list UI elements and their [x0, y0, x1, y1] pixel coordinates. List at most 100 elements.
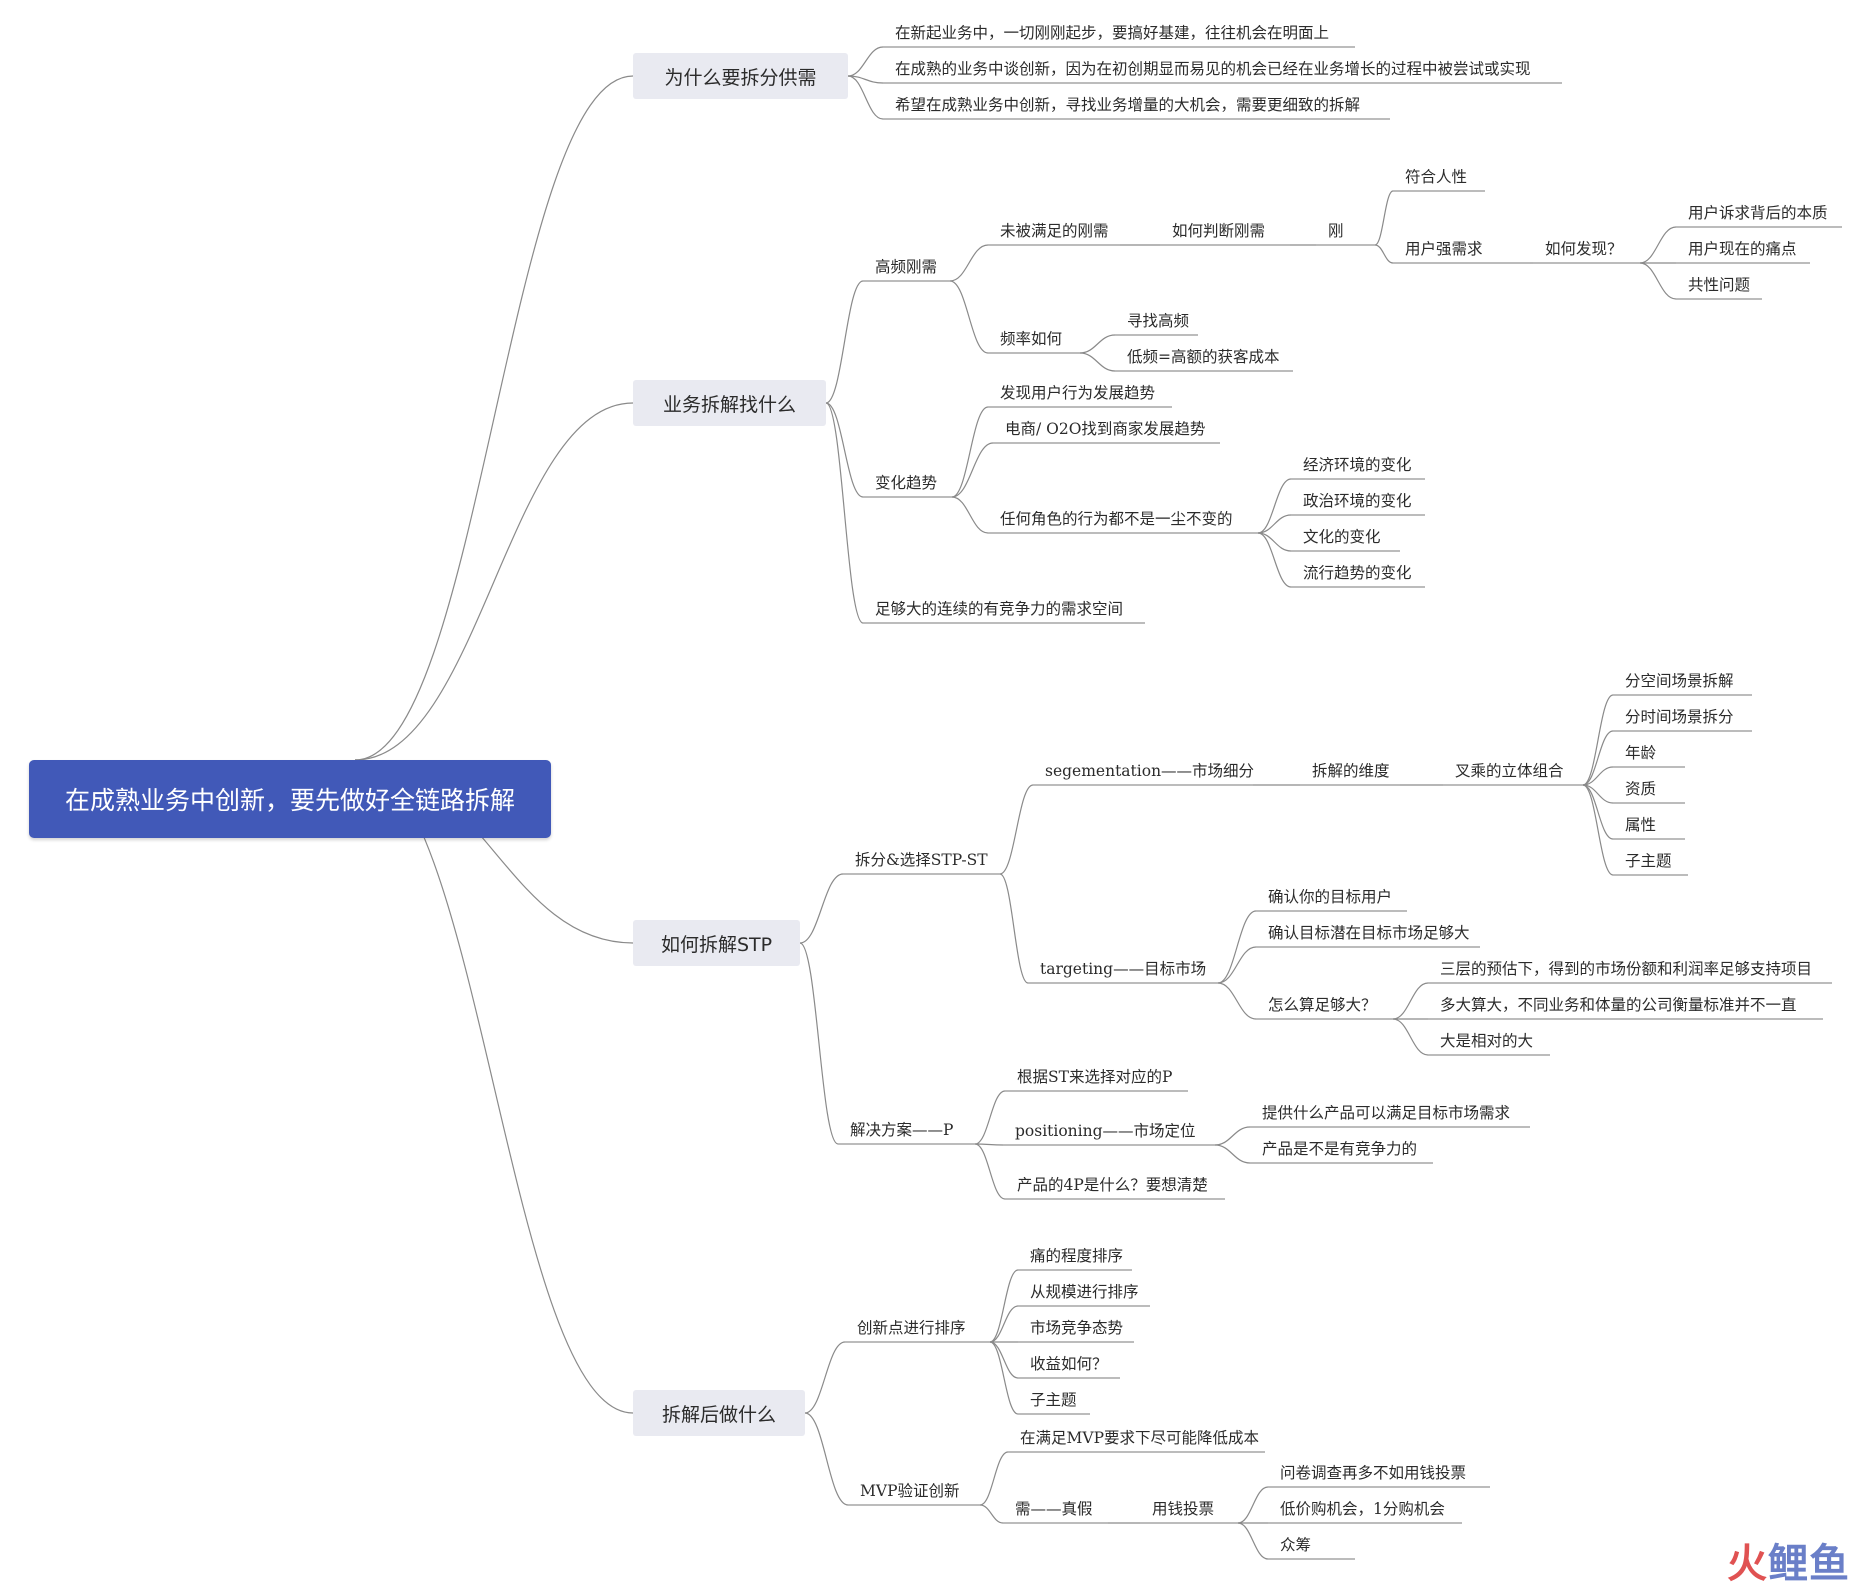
connector	[1079, 334, 1116, 354]
topic-node[interactable]: 用户现在的痛点	[1688, 240, 1797, 258]
main-topic[interactable]: 业务拆解找什么	[633, 380, 826, 426]
connector	[1582, 784, 1614, 876]
topic-node[interactable]: 分时间场景拆分	[1625, 708, 1734, 726]
connector	[949, 280, 989, 354]
topic-node[interactable]: 流行趋势的变化	[1303, 564, 1412, 582]
connector	[1079, 352, 1116, 372]
topic-node[interactable]: 拆解的维度	[1312, 762, 1390, 780]
connector	[1392, 982, 1429, 1020]
topic-node[interactable]: 在成熟的业务中谈创新，因为在初创期显而易见的机会已经在业务增长的过程中被尝试或实…	[895, 60, 1531, 78]
topic-node[interactable]: 政治环境的变化	[1303, 492, 1412, 510]
connector	[799, 942, 839, 1145]
topic-node[interactable]: 经济环境的变化	[1303, 456, 1412, 474]
topic-node[interactable]: 拆分&选择STP-ST	[855, 851, 988, 869]
connector	[979, 1451, 1009, 1506]
connector	[1582, 694, 1614, 786]
connector	[1217, 910, 1257, 984]
root-node[interactable]: 在成熟业务中创新，要先做好全链路拆解	[29, 760, 551, 838]
topic-node[interactable]: 在新起业务中，一切刚刚起步，要搞好基建，往往机会在明面上	[895, 24, 1330, 42]
topic-node[interactable]: 市场竞争态势	[1030, 1319, 1124, 1337]
main-topic[interactable]: 如何拆解STP	[633, 920, 800, 966]
topic-node[interactable]: 子主题	[1030, 1391, 1077, 1409]
topic-node[interactable]: 如何发现？	[1545, 240, 1623, 258]
main-topic-label: 业务拆解找什么	[662, 393, 796, 416]
topic-node[interactable]: 电商/ O2O找到商家发展趋势	[1005, 420, 1206, 438]
connector	[951, 442, 994, 498]
connector	[847, 75, 884, 120]
topic-node[interactable]: 产品的4P是什么？要想清楚	[1017, 1176, 1208, 1194]
connector	[949, 244, 989, 282]
connector	[799, 873, 844, 944]
topic-node[interactable]: 用钱投票	[1152, 1500, 1215, 1518]
connector	[974, 1143, 1004, 1146]
topic-node[interactable]: 任何角色的行为都不是一尘不变的	[1000, 510, 1233, 528]
topic-node[interactable]: 产品是不是有竞争力的	[1262, 1140, 1418, 1158]
connector	[989, 1341, 1019, 1415]
topic-node[interactable]: 痛的程度排序	[1030, 1247, 1124, 1265]
topic-node[interactable]: 收益如何？	[1030, 1355, 1108, 1373]
topic-node[interactable]: 低价购机会，1分购机会	[1280, 1500, 1445, 1518]
topic-node[interactable]: 如何判断刚需	[1172, 222, 1266, 240]
topic-node[interactable]: 高频刚需	[875, 258, 938, 276]
connector	[951, 406, 989, 498]
topic-node[interactable]: 变化趋势	[875, 474, 938, 492]
topic-node[interactable]: 子主题	[1625, 852, 1672, 870]
topic-node[interactable]: 希望在成熟业务中创新，寻找业务增量的大机会，需要更细致的拆解	[895, 96, 1361, 114]
topic-node[interactable]: 三层的预估下，得到的市场份额和利润率足够支持项目	[1440, 960, 1813, 978]
topic-node[interactable]: 资质	[1625, 780, 1657, 798]
topic-node[interactable]: 叉乘的立体组合	[1455, 762, 1564, 780]
topic-node[interactable]: 文化的变化	[1303, 528, 1381, 546]
connector	[951, 496, 989, 534]
watermark-logo: 火鲤鱼	[1727, 1531, 1850, 1589]
topic-node[interactable]: 根据ST来选择对应的P	[1017, 1068, 1173, 1086]
topic-node[interactable]: 低频=高额的获客成本	[1127, 348, 1280, 366]
topic-node[interactable]: 解决方案——P	[850, 1121, 954, 1139]
topic-node[interactable]: 从规模进行排序	[1030, 1283, 1139, 1301]
topic-node[interactable]: segementation——市场细分	[1045, 762, 1255, 780]
topic-node[interactable]: 符合人性	[1405, 168, 1468, 186]
topic-node[interactable]: 怎么算足够大？	[1268, 996, 1377, 1014]
topic-node[interactable]: 提供什么产品可以满足目标市场需求	[1262, 1104, 1511, 1122]
connector	[1374, 190, 1394, 246]
connector	[825, 280, 864, 404]
topic-node[interactable]: 刚	[1328, 222, 1344, 240]
connector	[1392, 1018, 1429, 1056]
main-topic-label: 如何拆解STP	[660, 933, 773, 956]
connector	[847, 75, 884, 84]
topic-node[interactable]: 共性问题	[1688, 276, 1751, 294]
topic-node[interactable]: 需——真假	[1015, 1500, 1093, 1518]
topic-node[interactable]: 创新点进行排序	[857, 1319, 966, 1337]
connector	[1217, 982, 1257, 1020]
topic-node[interactable]: 确认目标潜在目标市场足够大	[1268, 924, 1470, 942]
connector	[989, 1305, 1019, 1343]
topic-node[interactable]: 年龄	[1625, 744, 1657, 762]
connector	[825, 402, 864, 498]
topic-node[interactable]: 用户强需求	[1405, 240, 1483, 258]
topic-node[interactable]: 多大算大，不同业务和体量的公司衡量标准并不一直	[1440, 996, 1797, 1014]
topic-node[interactable]: 问卷调查再多不如用钱投票	[1280, 1464, 1467, 1482]
topic-node[interactable]: 足够大的连续的有竞争力的需求空间	[875, 600, 1124, 618]
connector	[1639, 262, 1677, 300]
connector	[1257, 478, 1292, 534]
connector	[354, 759, 634, 1414]
topic-node[interactable]: 在满足MVP要求下尽可能降低成本	[1020, 1429, 1259, 1447]
topic-node[interactable]: 大是相对的大	[1440, 1032, 1534, 1050]
topic-node[interactable]: 发现用户行为发展趋势	[1000, 384, 1156, 402]
connector	[804, 1341, 846, 1414]
topic-node[interactable]: targeting——目标市场	[1040, 960, 1207, 978]
topic-node[interactable]: 确认你的目标用户	[1268, 888, 1393, 906]
topic-node[interactable]: 未被满足的刚需	[1000, 222, 1109, 240]
topic-node[interactable]: 用户诉求背后的本质	[1688, 204, 1828, 222]
main-topic[interactable]: 为什么要拆分供需	[633, 53, 848, 99]
topic-node[interactable]: 分空间场景拆解	[1625, 672, 1734, 690]
watermark-part2: 鲤鱼	[1768, 1541, 1850, 1587]
main-topic[interactable]: 拆解后做什么	[633, 1390, 805, 1436]
topic-node[interactable]: 频率如何	[1000, 330, 1063, 348]
topic-node[interactable]: 寻找高频	[1127, 312, 1190, 330]
topic-node[interactable]: positioning——市场定位	[1015, 1122, 1196, 1140]
connector	[999, 784, 1034, 875]
topic-node[interactable]: MVP验证创新	[860, 1482, 960, 1500]
topic-node[interactable]: 属性	[1625, 816, 1657, 834]
topic-node[interactable]: 众筹	[1280, 1536, 1312, 1554]
